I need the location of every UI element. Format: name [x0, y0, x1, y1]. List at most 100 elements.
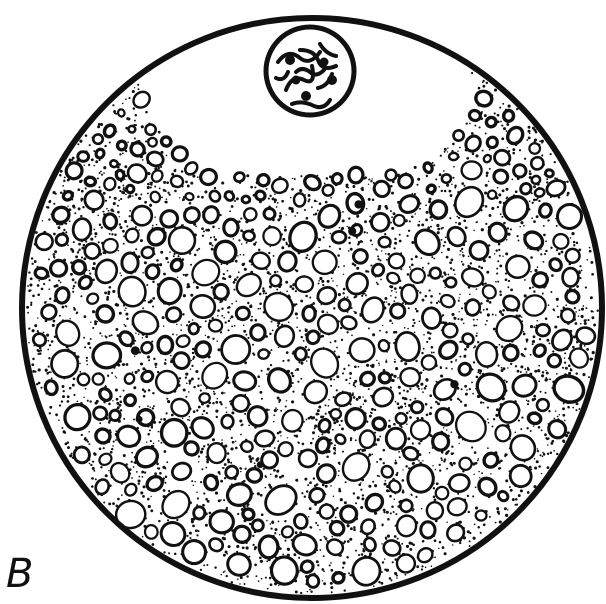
stipple-dot	[146, 441, 148, 443]
stipple-dot	[542, 452, 544, 454]
stipple-dot	[296, 368, 299, 371]
stipple-dot	[49, 200, 51, 202]
stipple-dot	[166, 461, 168, 463]
stipple-dot	[366, 208, 367, 209]
stipple-dot	[257, 375, 260, 378]
stipple-dot	[460, 250, 462, 252]
stipple-dot	[360, 543, 363, 546]
stipple-dot	[520, 371, 522, 373]
stipple-dot	[138, 334, 140, 336]
vacuole	[161, 419, 188, 447]
stipple-dot	[75, 255, 78, 258]
stipple-dot	[46, 334, 49, 337]
stipple-dot	[145, 111, 148, 114]
stipple-dot	[280, 410, 282, 412]
stipple-dot	[59, 315, 61, 317]
stipple-dot	[344, 589, 346, 591]
stipple-dot	[217, 280, 219, 282]
stipple-dot	[115, 113, 117, 115]
stipple-dot	[332, 280, 333, 281]
stipple-dot	[477, 458, 479, 460]
stipple-dot	[105, 474, 108, 477]
vacuole	[221, 415, 233, 429]
stipple-dot	[192, 525, 195, 528]
stipple-dot	[90, 321, 91, 322]
stipple-dot	[469, 388, 471, 390]
stipple-dot	[185, 274, 188, 277]
vacuole	[550, 372, 587, 406]
stipple-dot	[436, 224, 439, 227]
stipple-dot	[48, 218, 50, 220]
vacuole	[315, 284, 338, 306]
stipple-dot	[486, 271, 489, 274]
stipple-dot	[501, 367, 503, 369]
stipple-dot	[282, 360, 284, 362]
stipple-dot	[417, 178, 420, 181]
stipple-dot	[405, 465, 408, 468]
stipple-dot	[81, 434, 83, 436]
stipple-dot	[484, 191, 487, 194]
stipple-dot	[231, 205, 234, 208]
stipple-dot	[193, 484, 195, 486]
vacuole	[197, 358, 232, 393]
stipple-dot	[97, 177, 99, 179]
vacuole	[144, 123, 157, 136]
stipple-dot	[131, 477, 133, 479]
stipple-dot	[287, 548, 290, 551]
stipple-dot	[416, 417, 419, 420]
stipple-dot	[309, 296, 311, 298]
stipple-dot	[92, 461, 94, 463]
stipple-dot	[372, 481, 374, 483]
stipple-dot	[299, 189, 302, 192]
stipple-dot	[126, 318, 129, 321]
stipple-dot	[405, 405, 407, 407]
stipple-dot	[435, 178, 437, 180]
vacuole	[317, 502, 336, 521]
stipple-dot	[446, 468, 448, 470]
stipple-dot	[378, 205, 381, 208]
stipple-dot	[149, 406, 151, 408]
stipple-dot	[473, 474, 474, 475]
stipple-dot	[469, 293, 471, 295]
stipple-dot	[220, 480, 223, 483]
vacuole	[223, 219, 238, 236]
stipple-dot	[546, 339, 549, 342]
stipple-dot	[339, 248, 341, 250]
stipple-dot	[100, 124, 102, 126]
stipple-dot	[550, 247, 552, 249]
stipple-dot	[121, 275, 122, 276]
stipple-dot	[186, 382, 188, 384]
stipple-dot	[277, 322, 280, 325]
stipple-dot	[481, 228, 484, 231]
stipple-dot	[266, 520, 268, 522]
vacuole	[321, 184, 335, 198]
vacuole	[548, 257, 564, 273]
stipple-dot	[524, 294, 527, 297]
stipple-dot	[182, 198, 185, 201]
stipple-dot	[132, 371, 134, 373]
stipple-dot	[254, 319, 257, 322]
stipple-dot	[227, 270, 229, 272]
stipple-dot	[437, 402, 440, 405]
stipple-dot	[393, 247, 395, 249]
stipple-dot	[547, 453, 549, 455]
stipple-dot	[517, 370, 520, 373]
stipple-dot	[278, 521, 280, 523]
stipple-dot	[462, 263, 464, 265]
stipple-dot	[117, 406, 120, 409]
stipple-dot	[584, 345, 586, 347]
stipple-dot	[399, 392, 401, 394]
stipple-dot	[270, 583, 273, 586]
stipple-dot	[223, 317, 225, 319]
stipple-dot	[436, 302, 438, 304]
stipple-dot	[443, 245, 445, 247]
stipple-dot	[468, 511, 470, 513]
stipple-dot	[312, 431, 315, 434]
stipple-dot	[422, 299, 425, 302]
stipple-dot	[35, 231, 38, 234]
stipple-dot	[562, 414, 565, 417]
stipple-dot	[586, 259, 588, 261]
stipple-dot	[248, 455, 251, 458]
vacuole	[532, 343, 548, 359]
stipple-dot	[173, 169, 176, 172]
